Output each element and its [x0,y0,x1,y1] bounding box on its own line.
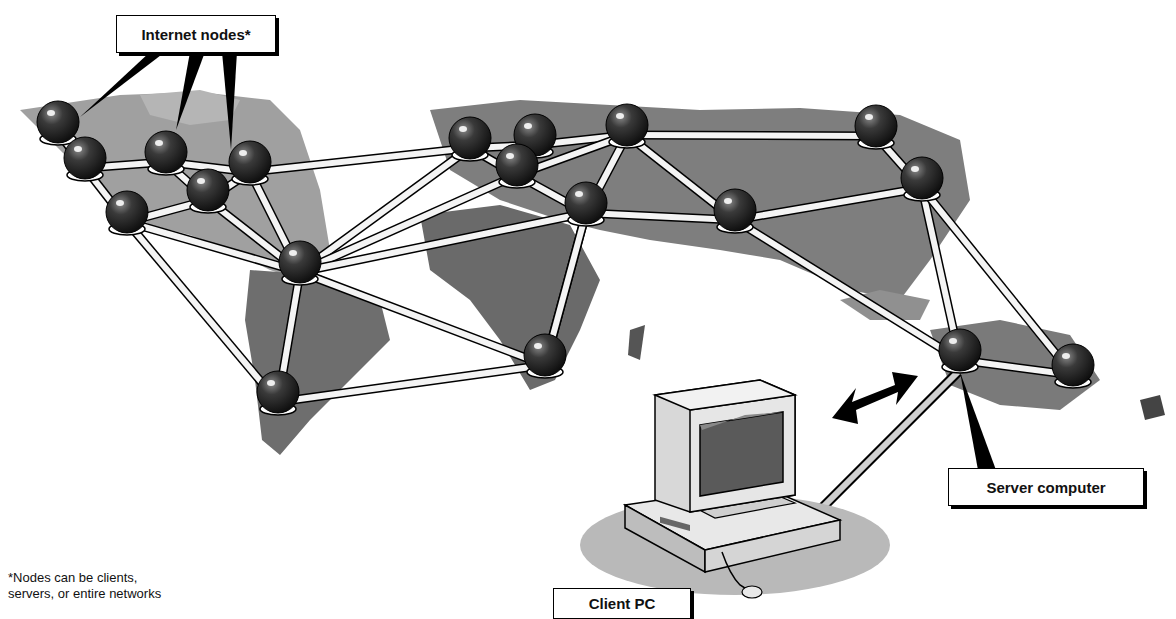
link-line [250,148,470,172]
node-highlight [155,140,163,146]
node-highlight [47,110,55,116]
leader-lines [80,52,996,470]
node-sphere [187,169,229,211]
node-highlight [74,146,82,152]
node-highlight [724,198,732,204]
node-highlight [524,123,532,129]
node-highlight [949,338,957,344]
node-highlight [459,126,467,132]
callout-box: Client PC [553,588,691,619]
node-sphere [257,371,299,413]
node-highlight [116,200,124,206]
callout-text: Internet nodes* [141,26,250,43]
node-highlight [575,191,583,197]
link-line [922,188,1073,375]
link-line [735,188,922,220]
node-sphere [496,144,538,186]
node-highlight [616,113,624,119]
node-sphere [145,131,187,173]
node-sphere [229,141,271,183]
link-line [300,175,517,272]
node-sphere [565,182,607,224]
node-sphere [37,101,79,143]
link-line [127,222,278,402]
link-line [250,148,470,172]
node-highlight [911,166,919,172]
node-sphere [714,189,756,231]
world-map [20,90,1165,455]
node-sphere [901,157,943,199]
network-links [58,132,1073,402]
node-sphere [64,137,106,179]
link-line [735,188,922,220]
link-line [627,135,876,136]
link-line [300,175,517,272]
callout-box: Server computer [948,468,1144,506]
link-line [627,135,876,136]
node-highlight [239,150,247,156]
node-highlight [534,343,542,349]
node-highlight [289,250,297,256]
node-sphere [606,104,648,146]
link-line [586,213,735,220]
node-highlight [865,114,873,120]
node-highlight [1062,353,1070,359]
callout-text: Server computer [986,479,1105,496]
link-line [735,220,960,360]
link-line [300,272,545,365]
node-sphere [524,334,566,376]
callout-box: Internet nodes* [116,15,276,53]
footnote: *Nodes can be clients, servers, or entir… [8,570,168,601]
link-line [300,213,586,272]
link-line [586,213,735,220]
link-line [922,188,1073,375]
node-sphere [939,329,981,371]
link-line [300,272,545,365]
node-highlight [267,380,275,386]
link-line [735,220,960,360]
node-sphere [106,191,148,233]
callout-text: Client PC [589,595,656,612]
link-line [278,365,545,402]
node-sphere [855,105,897,147]
internet-node-spheres [37,101,1094,415]
node-sphere [449,117,491,159]
link-line [300,213,586,272]
link-line [278,365,545,402]
node-sphere [279,241,321,283]
node-sphere [1052,344,1094,386]
node-highlight [506,153,514,159]
link-line [127,222,278,402]
exchange-arrow [832,372,918,424]
node-highlight [197,178,205,184]
